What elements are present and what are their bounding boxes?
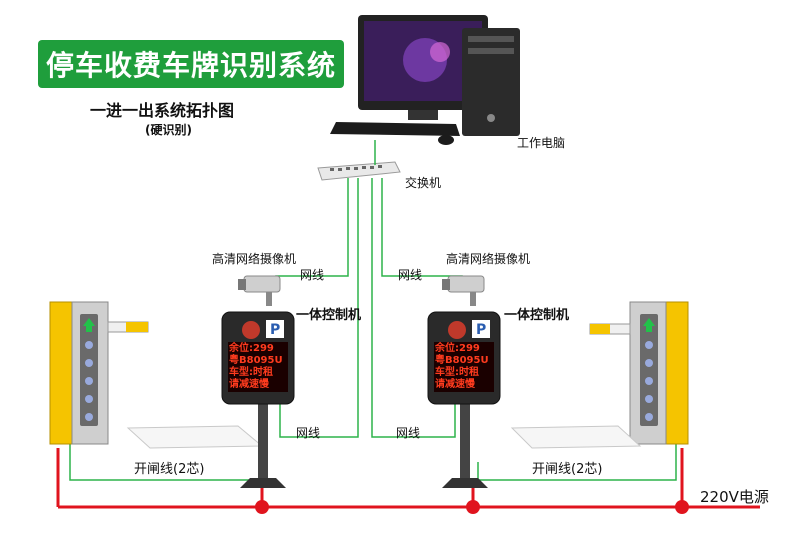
barrier-gate-left-icon (49, 301, 264, 449)
controller-right-label: 一体控制机 (504, 308, 570, 323)
led-line: 车型:时租 (435, 367, 479, 378)
led-screen-left: 余位:299 粤B8095U 车型:时租 请减速慢 (229, 343, 289, 391)
net-right-top-label: 网线 (398, 268, 423, 282)
camera-left-label: 高清网络摄像机 (212, 252, 297, 266)
diagram-subnote: (硬识别) (145, 123, 192, 137)
led-line: 粤B8095U (435, 355, 489, 366)
camera-right-label: 高清网络摄像机 (446, 252, 531, 266)
power-label: 220V电源 (700, 488, 769, 506)
computer-label: 工作电脑 (517, 136, 566, 150)
power-node-center (466, 500, 480, 514)
wire-controller-left (279, 178, 359, 438)
camera-right-icon (442, 275, 485, 306)
svg-text:P: P (270, 322, 280, 338)
svg-text:P: P (476, 322, 486, 338)
net-left-top-label: 网线 (300, 268, 325, 282)
net-right-bottom-label: 网线 (396, 426, 421, 440)
led-line: 粤B8095U (229, 355, 283, 366)
controller-left-icon: P (221, 311, 295, 488)
led-screen-right: 余位:299 粤B8095U 车型:时租 请减速慢 (435, 343, 495, 391)
power-node-left (255, 500, 269, 514)
controller-left-label: 一体控制机 (296, 308, 362, 323)
network-switch-icon (317, 161, 401, 181)
led-line: 请减速慢 (229, 379, 269, 390)
led-line: 余位:299 (435, 343, 480, 354)
led-line: 车型:时租 (229, 367, 273, 378)
barrier-gate-right-icon (510, 301, 689, 449)
power-wires (56, 448, 760, 509)
led-line: 请减速慢 (435, 379, 475, 390)
power-node-right (675, 500, 689, 514)
wire-gate-right (477, 440, 677, 481)
net-left-bottom-label: 网线 (296, 426, 321, 440)
camera-left-icon (238, 275, 281, 306)
gate-line-right-label: 开闸线(2芯) (532, 462, 603, 477)
gate-line-left-label: 开闸线(2芯) (134, 462, 205, 477)
power-nodes (255, 500, 689, 514)
computer-icon (330, 15, 520, 145)
wire-controller-right (371, 178, 456, 438)
led-line: 余位:299 (229, 343, 274, 354)
title-banner: 停车收费车牌识别系统 (38, 40, 344, 88)
diagram-subtitle: 一进一出系统拓扑图 (90, 101, 235, 120)
switch-label: 交换机 (405, 176, 442, 190)
diagram-title: 停车收费车牌识别系统 (45, 49, 336, 82)
controller-right-icon: P (427, 311, 501, 488)
